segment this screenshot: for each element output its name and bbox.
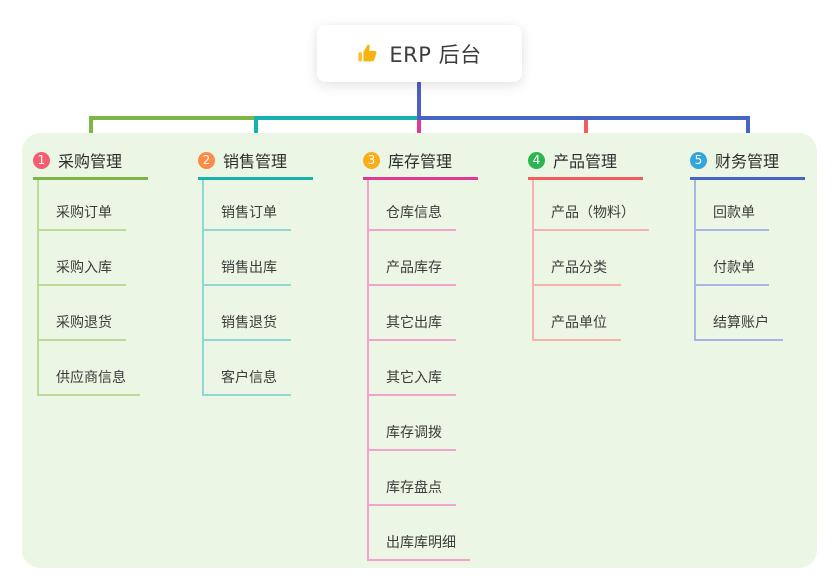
branch-title: 财务管理 [715,152,780,171]
branch-index-badge: 3 [363,151,380,169]
child-node[interactable]: 结算账户 [696,312,783,341]
bus-segment-5 [421,116,750,120]
child-row: 客户信息 [204,341,313,396]
child-row: 出库库明细 [369,506,478,561]
branch-index-badge: 5 [690,151,707,169]
child-node[interactable]: 销售退货 [204,312,291,341]
branch-node-label[interactable]: 5 财务管理 [690,148,805,180]
branch-3: 3 库存管理仓库信息产品库存其它出库其它入库库存调拨库存盘点出库库明细 [363,148,478,561]
child-node[interactable]: 出库库明细 [369,532,470,561]
bus-segment-1 [89,116,258,120]
child-node[interactable]: 采购退货 [39,312,126,341]
child-node[interactable]: 采购入库 [39,257,126,286]
root-connector-line [417,82,421,120]
child-node[interactable]: 库存调拨 [369,422,456,451]
branch-2: 2 销售管理销售订单销售出库销售退货客户信息 [198,148,313,396]
branch-1: 1 采购管理采购订单采购入库采购退货供应商信息 [33,148,148,396]
child-row: 产品（物料） [534,180,649,231]
child-node[interactable]: 客户信息 [204,367,291,396]
branch-children: 产品（物料） 产品分类产品单位 [532,180,649,341]
branch-node-label[interactable]: 1 采购管理 [33,148,148,180]
child-row: 库存调拨 [369,396,478,451]
child-row: 销售订单 [204,180,313,231]
child-row: 采购入库 [39,231,148,286]
child-row: 库存盘点 [369,451,478,506]
child-row: 回款单 [696,180,805,231]
branch-index-badge: 1 [33,151,50,169]
child-row: 付款单 [696,231,805,286]
child-node[interactable]: 产品分类 [534,257,621,286]
branch-title: 采购管理 [58,152,123,171]
child-row: 其它出库 [369,286,478,341]
child-row: 其它入库 [369,341,478,396]
child-node[interactable]: 采购订单 [39,202,126,231]
branch-children: 销售订单销售出库销售退货客户信息 [202,180,313,396]
branch-title: 库存管理 [388,152,453,171]
branch-title: 产品管理 [553,152,618,171]
child-node[interactable]: 库存盘点 [369,477,456,506]
child-row: 销售退货 [204,286,313,341]
root-title: ERP 后台 [389,42,482,67]
child-node[interactable]: 其它出库 [369,312,456,341]
branch-5: 5 财务管理回款单付款单结算账户 [690,148,805,341]
child-node[interactable]: 回款单 [696,202,769,231]
root-node[interactable]: ERP 后台 [317,25,522,82]
child-node[interactable]: 产品（物料） [534,202,649,231]
branch-index-badge: 4 [528,151,545,169]
branch-title: 销售管理 [223,152,288,171]
child-node[interactable]: 销售出库 [204,257,291,286]
branch-children: 采购订单采购入库采购退货供应商信息 [37,180,148,396]
child-row: 产品分类 [534,231,643,286]
branch-node-label[interactable]: 4 产品管理 [528,148,643,180]
child-row: 销售出库 [204,231,313,286]
branch-index-badge: 2 [198,151,215,169]
branch-node-label[interactable]: 3 库存管理 [363,148,478,180]
child-node[interactable]: 产品库存 [369,257,456,286]
branch-4: 4 产品管理产品（物料） 产品分类产品单位 [528,148,649,341]
child-node[interactable]: 销售订单 [204,202,291,231]
child-row: 采购退货 [39,286,148,341]
bus-segment-2 [254,116,417,120]
child-row: 结算账户 [696,286,805,341]
branch-children: 回款单付款单结算账户 [694,180,805,341]
branch-node-label[interactable]: 2 销售管理 [198,148,313,180]
child-row: 产品单位 [534,286,643,341]
branches-panel [22,133,817,568]
child-node[interactable]: 仓库信息 [369,202,456,231]
child-node[interactable]: 付款单 [696,257,769,286]
child-row: 采购订单 [39,180,148,231]
thumbs-up-icon [357,43,379,65]
child-row: 供应商信息 [39,341,148,396]
child-row: 仓库信息 [369,180,478,231]
branch-children: 仓库信息产品库存其它出库其它入库库存调拨库存盘点出库库明细 [367,180,478,561]
child-node[interactable]: 供应商信息 [39,367,140,396]
child-node[interactable]: 产品单位 [534,312,621,341]
child-row: 产品库存 [369,231,478,286]
child-node[interactable]: 其它入库 [369,367,456,396]
